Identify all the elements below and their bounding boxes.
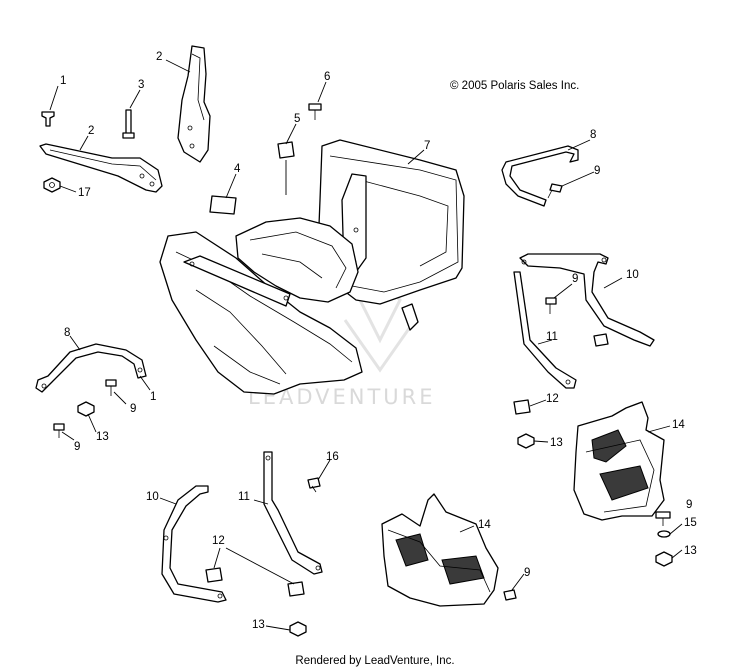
- part-clip-right: [593, 333, 609, 347]
- callout-16: 16: [326, 451, 339, 463]
- callout-12b: 12: [212, 535, 225, 547]
- part-screw-9-right: [655, 511, 671, 526]
- callout-10: 10: [626, 269, 639, 281]
- part-footguard-14-right: [573, 401, 665, 521]
- callout-12a: 12: [546, 393, 559, 405]
- part-rod-10-right: [519, 253, 655, 347]
- callout-9e: 9: [524, 567, 530, 579]
- callout-8b: 8: [64, 327, 70, 339]
- part-nut-13-right: [517, 433, 535, 449]
- callout-1: 1: [60, 75, 66, 87]
- callout-14a: 14: [672, 419, 685, 431]
- part-bracket-2-upper: [177, 45, 211, 163]
- callout-9f: 9: [686, 499, 692, 511]
- callout-13c: 13: [684, 545, 697, 557]
- callout-5: 5: [294, 113, 300, 125]
- part-nut-17: [43, 177, 61, 193]
- part-bracket-2-lower: [39, 143, 163, 193]
- part-handle-8-left: [35, 343, 147, 393]
- callout-9c: 9: [130, 403, 136, 415]
- callout-17: 17: [78, 187, 91, 199]
- part-nut-13-bottom: [289, 621, 307, 637]
- leader-lines: [49, 59, 683, 631]
- callout-2b: 2: [88, 125, 94, 137]
- callout-13d: 13: [252, 619, 265, 631]
- part-screw-6: [308, 103, 322, 120]
- part-rod-11-right: [513, 271, 577, 389]
- callout-11: 11: [546, 331, 558, 343]
- part-decal-4: [209, 195, 237, 215]
- part-screw-9-bottom: [503, 589, 517, 601]
- part-nut-13-left: [77, 401, 95, 417]
- callout-9d: 9: [74, 441, 80, 453]
- callout-1b: 1: [150, 391, 156, 403]
- callout-6: 6: [324, 71, 330, 83]
- part-rod-10-left: [161, 485, 227, 603]
- callout-7: 7: [424, 140, 430, 152]
- callout-10b: 10: [146, 491, 159, 503]
- part-handle-8-right: [501, 145, 579, 207]
- part-screw-9-mid: [545, 297, 557, 314]
- part-footguard-14-bottom: [381, 493, 499, 607]
- part-screw-9-left-a: [105, 379, 117, 396]
- part-clip-12-left-a: [205, 567, 223, 583]
- callout-labels: 1 2 3 2 17 6 5 4 7 8 9 9 10 11 8 1 9 13 …: [60, 51, 697, 631]
- callout-13a: 13: [96, 431, 109, 443]
- part-screw-9-left-b: [53, 423, 65, 438]
- callout-9a: 9: [594, 165, 600, 177]
- callout-2: 2: [156, 51, 162, 63]
- callout-13b: 13: [550, 437, 563, 449]
- copyright-text: © 2005 Polaris Sales Inc.: [450, 80, 579, 92]
- part-clip-12-left-b: [287, 581, 305, 597]
- part-rod-11-left: [263, 451, 323, 575]
- footer-text: Rendered by LeadVenture, Inc.: [295, 655, 454, 667]
- callout-15: 15: [684, 517, 697, 529]
- callout-4: 4: [234, 163, 241, 175]
- part-bolt-3: [122, 109, 135, 139]
- callout-3: 3: [138, 79, 144, 91]
- part-nut-13-lower-right: [655, 551, 673, 567]
- part-clip-12-right: [513, 399, 531, 415]
- part-grommet-5: [277, 141, 295, 159]
- part-screw-1: [41, 111, 55, 127]
- callout-8: 8: [590, 129, 596, 141]
- part-washer-15: [657, 530, 671, 538]
- part-screw-9-top: [547, 183, 563, 199]
- callout-11b: 11: [238, 491, 250, 503]
- callout-14b: 14: [478, 519, 491, 531]
- part-rear-fender-7: [159, 139, 465, 395]
- callout-9b: 9: [572, 273, 578, 285]
- part-screw-16: [307, 477, 321, 493]
